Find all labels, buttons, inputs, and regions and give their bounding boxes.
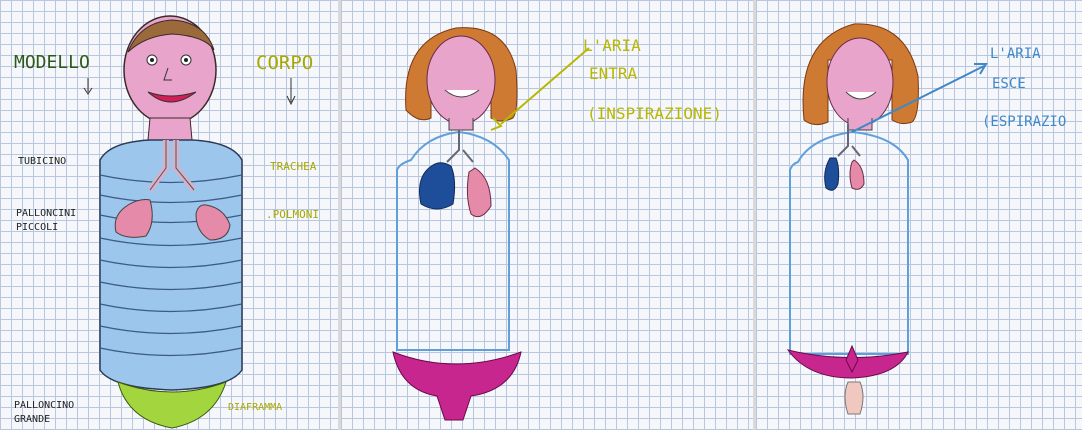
panel-expiration: L'ARIA ESCE (ESPIRAZIO — [756, 0, 1082, 430]
label-modello: MODELLO — [14, 52, 90, 73]
label-polmoni: .POLMONI — [266, 208, 319, 221]
diaphragm-balloon — [393, 352, 521, 420]
text-espirazione: (ESPIRAZIO — [982, 114, 1066, 130]
head — [427, 36, 495, 124]
text-aria-entra-1: L'ARIA — [583, 36, 641, 55]
bottle-outline — [397, 132, 509, 350]
inspiration-drawing — [341, 0, 753, 430]
left-lung-deflated — [825, 158, 839, 190]
bottle-body — [100, 140, 242, 390]
bottle-outline — [790, 132, 908, 354]
arrow-corpo — [287, 78, 295, 104]
head — [827, 38, 893, 126]
expiration-drawing — [756, 0, 1082, 430]
label-palloncini-1: PALLONCINI — [16, 208, 76, 219]
label-diaframma: DIAFRAMMA — [228, 402, 282, 413]
arrow-modello — [84, 78, 92, 94]
neck — [148, 118, 192, 140]
label-palloncino-2: GRANDE — [14, 414, 50, 425]
label-corpo: CORPO — [256, 52, 313, 74]
text-aria-esce-2: ESCE — [992, 76, 1026, 92]
right-lung — [850, 160, 864, 189]
label-palloncino-1: PALLONCINO — [14, 400, 74, 411]
label-palloncini-2: PICCOLI — [16, 222, 58, 233]
right-lung — [467, 168, 491, 217]
neck — [449, 118, 473, 130]
text-inspirazione: (INSPIRAZIONE) — [587, 104, 722, 123]
label-trachea: TRACHEA — [270, 160, 316, 173]
left-lung-inflated — [420, 163, 455, 209]
panel-inspiration: L'ARIA ENTRA (INSPIRAZIONE) — [341, 0, 753, 430]
text-aria-esce-1: L'ARIA — [990, 46, 1041, 62]
label-tubicino: TUBICINO — [18, 156, 66, 167]
text-aria-entra-2: ENTRA — [589, 64, 637, 83]
trachea — [447, 130, 473, 162]
panel-model-body: MODELLO CORPO TUBICINO TRACHEA PALLONCIN… — [0, 0, 338, 430]
hand — [845, 382, 863, 414]
